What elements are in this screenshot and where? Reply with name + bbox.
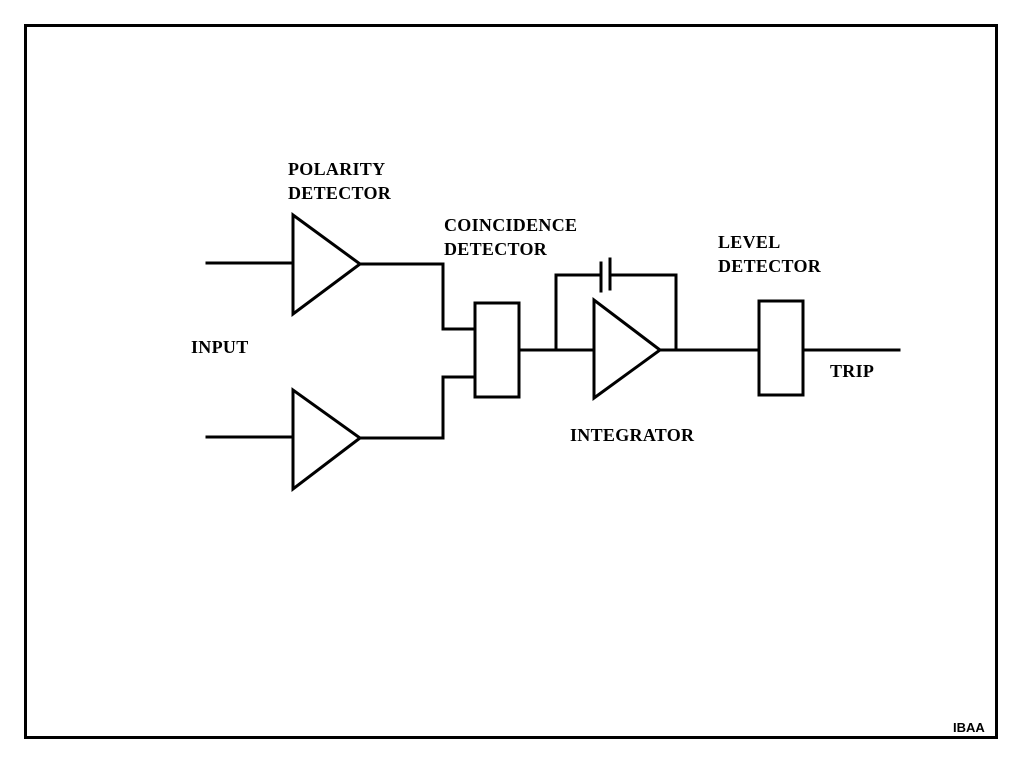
level-detector-block: [757, 299, 805, 397]
polarity-detector-label-line1: POLARITY: [288, 159, 386, 179]
trip-label: TRIP: [830, 361, 875, 381]
upper-amp-to-coincidence-wire: [358, 262, 477, 331]
upper-polarity-amplifier: [291, 212, 363, 317]
lower-amp-to-coincidence-wire: [358, 375, 477, 440]
integrator-label: INTEGRATOR: [570, 425, 695, 445]
coincidence-detector-label-line2: DETECTOR: [444, 239, 548, 259]
lower-polarity-amplifier: [291, 387, 363, 493]
diagram-frame: [24, 24, 998, 739]
level-detector-label-line1: LEVEL: [718, 232, 781, 252]
figure-code: IBAA: [953, 720, 985, 735]
integrator-amplifier: [592, 296, 663, 401]
polarity-detector-label-line2: DETECTOR: [288, 183, 392, 203]
integrator-feedback-left-wire: [554, 273, 603, 352]
integrator-feedback-right-wire: [608, 273, 678, 352]
level-detector-label-line2: DETECTOR: [718, 256, 822, 276]
coincidence-detector-block: [473, 301, 521, 399]
input-label: INPUT: [191, 337, 249, 357]
coincidence-detector-label-line1: COINCIDENCE: [444, 215, 578, 235]
